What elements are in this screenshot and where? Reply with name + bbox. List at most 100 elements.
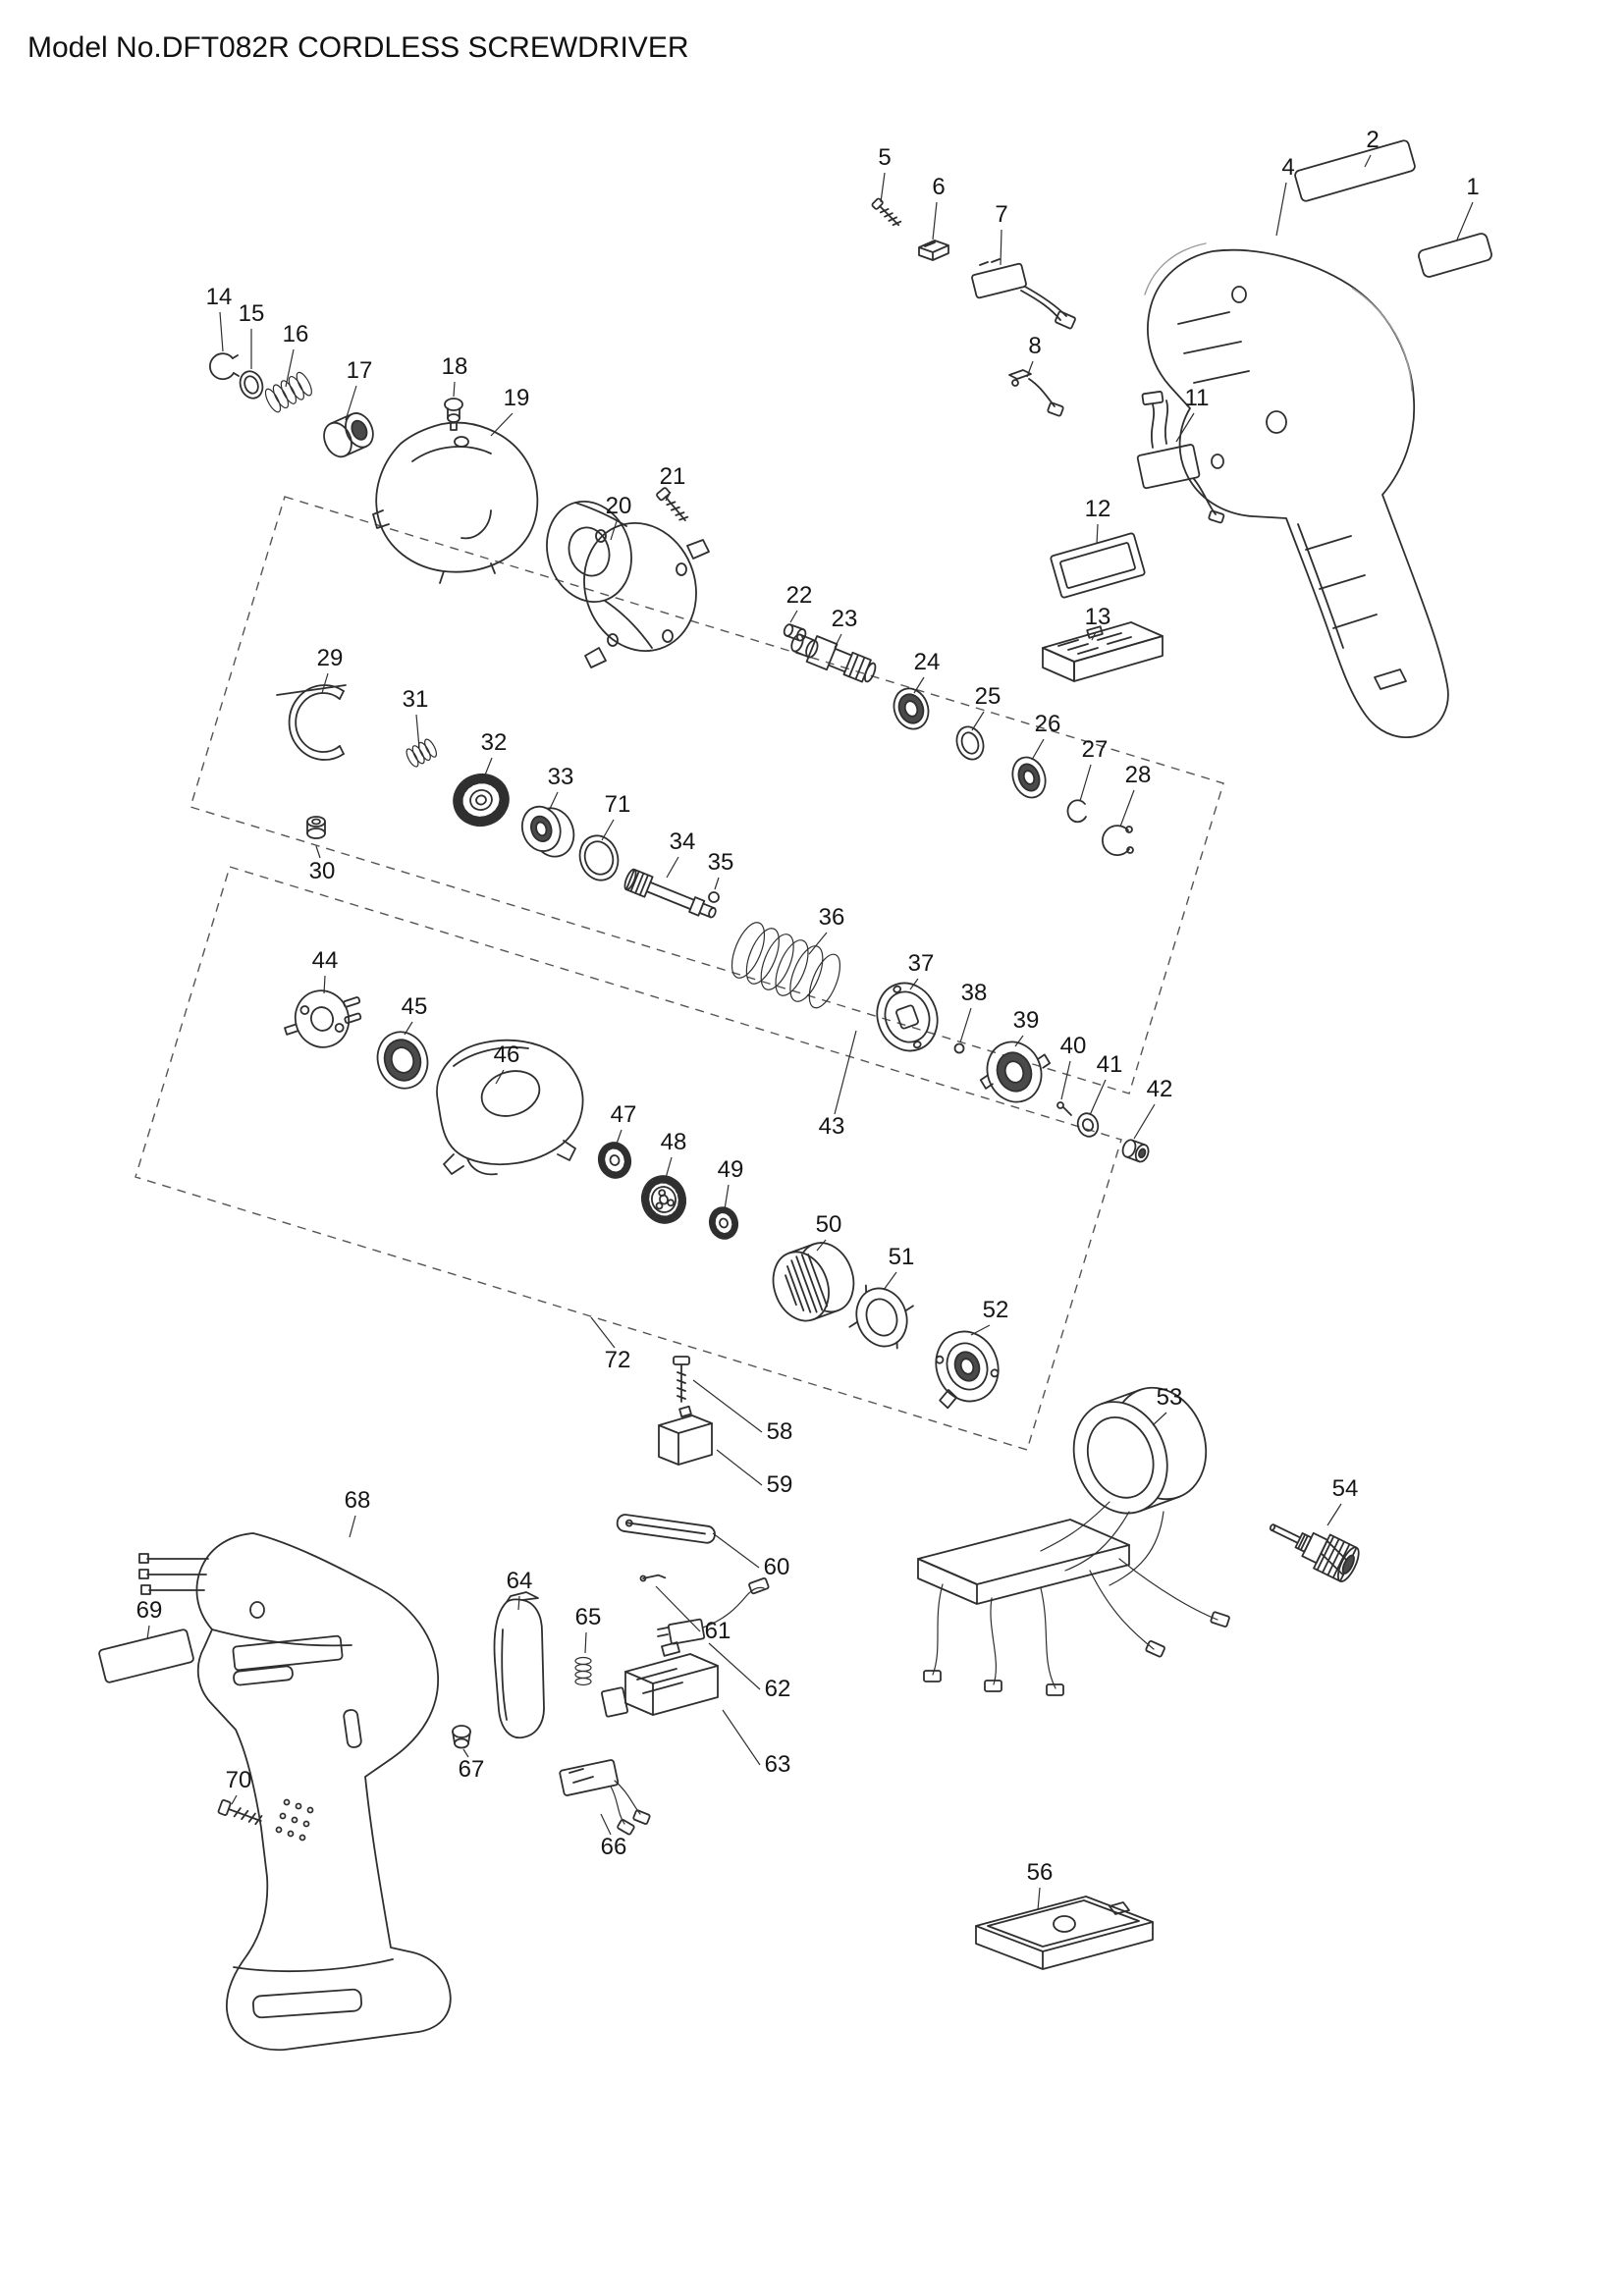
part-number-13: 13: [1085, 604, 1111, 630]
leader-line-66: [600, 1813, 612, 1836]
part-60-lever-bar: [616, 1514, 716, 1544]
part-48-gear-carrier: [640, 1175, 687, 1224]
leader-line-30: [315, 845, 321, 859]
part-37-bearing-flange: [876, 982, 939, 1052]
part-number-49: 49: [718, 1156, 744, 1183]
assembly-group-outline-upper: [189, 496, 1224, 1095]
part-number-5: 5: [878, 144, 891, 171]
part-number-62: 62: [765, 1676, 791, 1702]
part-number-65: 65: [575, 1604, 602, 1630]
part-5-screw: [871, 197, 902, 227]
leader-line-28: [1119, 789, 1135, 828]
part-number-17: 17: [347, 357, 373, 384]
leader-line-26: [1031, 738, 1045, 761]
part-39-bearing-retainer: [979, 1041, 1052, 1103]
leader-line-29: [321, 672, 329, 694]
leader-line-50: [816, 1239, 827, 1252]
leader-line-32: [483, 757, 493, 778]
part-number-19: 19: [504, 385, 530, 411]
part-46-gear-case: [436, 1039, 584, 1176]
part-number-28: 28: [1125, 762, 1152, 788]
part-number-38: 38: [961, 980, 988, 1006]
leader-line-13: [1091, 631, 1097, 641]
part-45-bearing: [376, 1031, 429, 1090]
part-66-lead-wire-board: [559, 1759, 651, 1836]
leader-line-12: [1096, 523, 1099, 545]
leader-line-41: [1089, 1079, 1107, 1116]
part-62-terminal: [657, 1576, 770, 1645]
part-number-16: 16: [283, 321, 309, 347]
leader-line-36: [808, 932, 828, 955]
leader-line-20: [610, 520, 618, 541]
part-35-steel-ball: [708, 891, 720, 903]
leader-line-37: [909, 978, 919, 990]
part-17-bushing: [323, 412, 374, 458]
part-6-connector: [918, 240, 949, 261]
leader-line-52: [970, 1324, 991, 1336]
leader-line-43: [834, 1030, 857, 1115]
part-number-25: 25: [975, 683, 1001, 710]
part-68-housing-left: [138, 1532, 452, 2052]
part-number-23: 23: [832, 606, 858, 632]
part-67-button: [452, 1725, 471, 1749]
part-54-armature: [1269, 1523, 1360, 1582]
leader-line-61: [655, 1585, 701, 1632]
part-number-71: 71: [605, 791, 631, 818]
part-15-ring: [239, 370, 264, 400]
leader-line-47: [615, 1129, 623, 1148]
part-number-12: 12: [1085, 496, 1111, 522]
part-69-label-sticker: [98, 1629, 194, 1683]
leader-line-58: [692, 1379, 763, 1433]
part-number-61: 61: [705, 1618, 731, 1644]
part-number-33: 33: [548, 764, 574, 790]
part-number-18: 18: [442, 353, 468, 380]
leader-line-68: [349, 1515, 356, 1538]
part-27-ring: [1066, 799, 1087, 824]
part-34-gear-shaft: [623, 868, 717, 919]
part-51-washer-plate: [848, 1284, 914, 1350]
leader-line-14: [219, 311, 224, 352]
part-number-26: 26: [1035, 711, 1061, 737]
part-25-ring: [955, 725, 985, 761]
leader-line-62: [708, 1642, 761, 1690]
part-number-22: 22: [786, 582, 813, 609]
part-number-45: 45: [402, 993, 428, 1020]
leader-line-59: [716, 1449, 763, 1486]
part-63-switch-assembly: [601, 1641, 719, 1718]
part-number-43: 43: [819, 1113, 845, 1140]
leader-line-23: [834, 633, 842, 649]
part-number-40: 40: [1060, 1033, 1087, 1059]
leader-line-70: [231, 1794, 238, 1805]
part-4-housing-right: [1144, 242, 1449, 738]
leader-line-6: [932, 201, 938, 240]
part-number-54: 54: [1332, 1475, 1359, 1502]
leader-line-39: [1014, 1035, 1024, 1047]
leader-line-45: [404, 1021, 413, 1036]
part-44-spindle-plate: [284, 989, 362, 1048]
part-58-screw: [673, 1356, 690, 1403]
part-number-59: 59: [767, 1471, 793, 1498]
part-53-stator-assembly: [917, 1386, 1230, 1696]
part-number-52: 52: [983, 1297, 1009, 1323]
part-number-29: 29: [317, 645, 344, 671]
leader-line-40: [1060, 1060, 1071, 1100]
part-number-67: 67: [459, 1756, 485, 1783]
part-number-1: 1: [1466, 174, 1479, 200]
part-number-27: 27: [1082, 736, 1109, 763]
page-title: Model No.DFT082R CORDLESS SCREWDRIVER: [27, 31, 689, 64]
part-24-bearing: [893, 687, 930, 730]
part-number-24: 24: [914, 649, 941, 675]
leader-line-35: [714, 877, 720, 890]
leader-line-51: [883, 1271, 897, 1291]
part-number-42: 42: [1147, 1076, 1173, 1102]
part-number-66: 66: [601, 1834, 627, 1860]
part-number-72: 72: [605, 1347, 631, 1373]
part-number-34: 34: [670, 828, 696, 855]
part-number-44: 44: [312, 947, 339, 974]
part-50-ring-gear-sleeve: [772, 1242, 855, 1322]
part-47-gear: [597, 1142, 632, 1179]
part-13-controller: [1042, 621, 1164, 682]
part-70-screw: [217, 1799, 263, 1826]
